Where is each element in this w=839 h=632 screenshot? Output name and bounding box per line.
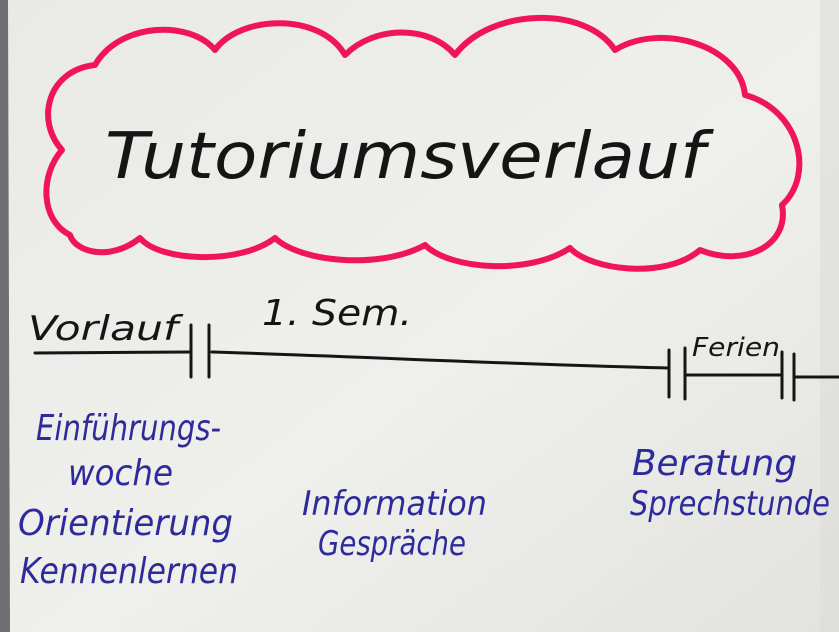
paper-sheet xyxy=(8,0,839,632)
label-holidays: Ferien xyxy=(692,333,780,363)
note-get-to-know: Kennenlernen xyxy=(20,551,238,592)
note-intro-week-line2: woche xyxy=(68,453,173,494)
timeline-line xyxy=(33,350,839,379)
note-office-hours: Sprechstunde xyxy=(630,484,830,524)
timeline-marker-semester-start xyxy=(189,323,211,379)
note-intro-week-line1: Einführungs- xyxy=(36,408,221,449)
note-orientation: Orientierung xyxy=(18,503,233,544)
note-conversations: Gespräche xyxy=(318,524,466,564)
note-advice: Beratung xyxy=(632,443,797,484)
cloud-outline xyxy=(43,14,803,272)
label-vorlauf: Vorlauf xyxy=(28,309,184,349)
note-information: Information xyxy=(302,484,487,524)
label-semester: 1. Sem. xyxy=(262,293,412,334)
chart-title: Tutoriumsverlauf xyxy=(105,120,714,194)
timeline-marker-holidays-start xyxy=(667,346,687,401)
timeline-marker-holidays-end xyxy=(780,350,796,402)
